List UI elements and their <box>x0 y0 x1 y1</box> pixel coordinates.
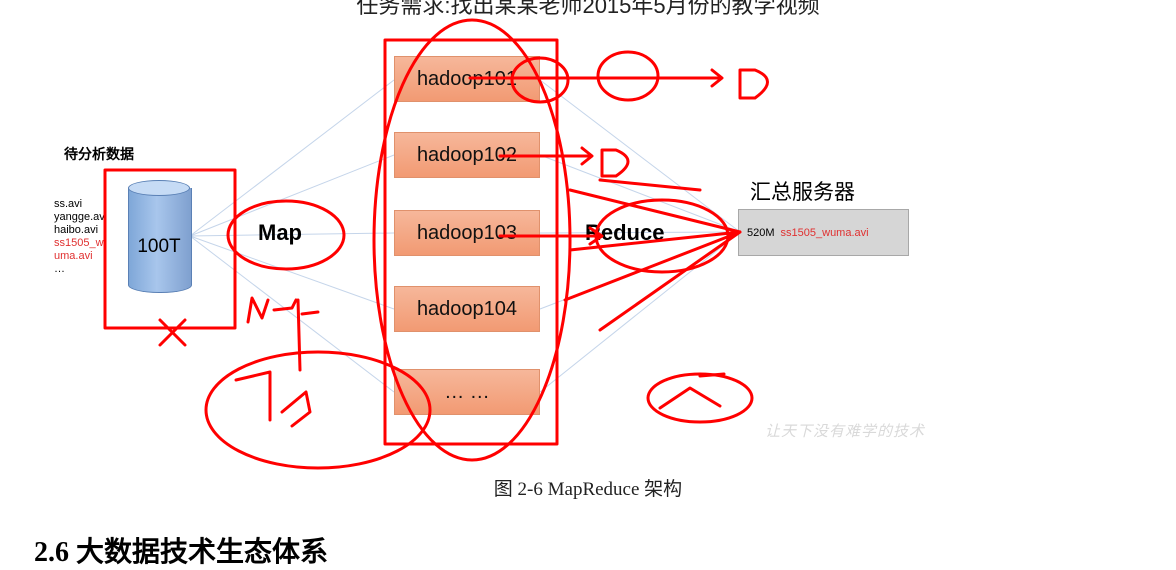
annotation-circle-map <box>226 199 346 271</box>
annotation-scribble <box>658 372 726 410</box>
data-file-item: haibo.avi <box>54 224 99 236</box>
connector-line <box>539 231 741 393</box>
annotation-box-data <box>103 168 237 330</box>
connector-line <box>189 154 395 237</box>
node-more: … … <box>394 369 540 415</box>
data-file-item: … <box>54 263 65 275</box>
storage-size-label: 100T <box>137 236 181 257</box>
annotation-circle <box>510 56 570 104</box>
connector-line <box>539 79 741 233</box>
annotation-circle <box>596 50 660 102</box>
data-source-label: 待分析数据 <box>64 146 134 162</box>
connector-line <box>539 154 741 233</box>
figure-caption: 图 2-6 MapReduce 架构 <box>493 479 683 500</box>
connector-line <box>539 231 741 234</box>
node-hadoop104: hadoop104 <box>394 286 540 332</box>
server-file: ss1505_wuma.avi <box>780 226 869 239</box>
data-file-item: yangge.avi <box>54 211 108 223</box>
watermark: 让天下没有难学的技术 <box>765 423 926 440</box>
annotation-scribble <box>246 296 320 324</box>
data-file-item: ss.avi <box>54 198 83 210</box>
annotation-circle-more <box>204 350 432 470</box>
data-file-item: uma.avi <box>54 250 93 262</box>
annotation-circle <box>646 372 754 424</box>
annotation-arrow <box>468 68 769 100</box>
server-size: 520M <box>747 226 775 239</box>
server-box: 520M ss1505_wuma.avi <box>738 209 909 256</box>
data-file-list: ss.avi yangge.avi haibo.avi ss1505_w uma… <box>54 198 107 276</box>
task-title: 任务需求:找出某某老师2015年5月份的教学视频 <box>356 0 820 18</box>
node-hadoop101: hadoop101 <box>394 56 540 102</box>
annotation-strokes <box>563 178 742 332</box>
annotation-arrow <box>498 146 630 178</box>
annotation-box-nodes <box>383 38 559 446</box>
connector-line <box>189 235 395 310</box>
annotation-cross <box>158 318 187 347</box>
handwritten-annotations <box>103 18 769 470</box>
node-hadoop103: hadoop103 <box>394 210 540 256</box>
connector-line <box>189 79 395 237</box>
data-file-item: ss1505_w <box>54 237 104 249</box>
connector-line <box>189 235 395 393</box>
annotation-oval-nodes <box>372 18 572 462</box>
annotation-scribble <box>296 298 302 372</box>
server-title: 汇总服务器 <box>750 181 855 204</box>
annotation-arrow <box>498 226 604 246</box>
map-label: Map <box>258 220 302 245</box>
annotation-scribble <box>234 370 312 428</box>
connector-line <box>189 232 395 237</box>
database-cylinder-icon <box>128 180 192 300</box>
